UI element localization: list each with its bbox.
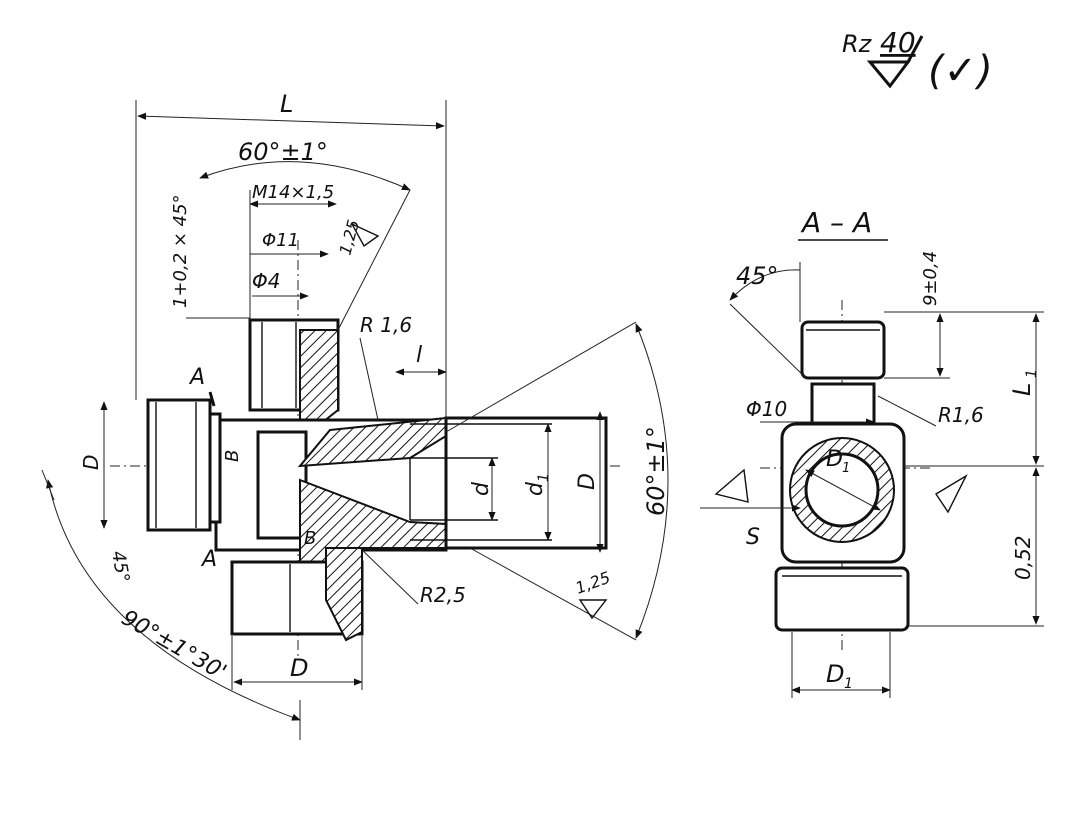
section-title: A – A: [800, 206, 872, 239]
label-B-left: B: [222, 450, 243, 462]
dim-angle-right: [635, 323, 669, 639]
r16-leader: [359, 337, 379, 421]
label-L1: L: [1008, 383, 1036, 396]
side-rough-right: [935, 474, 968, 514]
label-052: 0,52: [1011, 535, 1035, 580]
right-spigot: [444, 416, 608, 550]
front-view: L 60°±1° M14×1,5 Φ11 Φ4 1+0,2 × 45° 1,25…: [41, 90, 670, 740]
side-neck: [810, 382, 876, 426]
angle-leader: [337, 189, 411, 331]
label-A-top: A: [188, 365, 205, 390]
label-L1-sub: 1: [1024, 369, 1040, 378]
label-9: 9±0,4: [920, 251, 941, 306]
rough-triangle-b: [578, 599, 608, 620]
side-top-boss: [800, 320, 886, 380]
dim-angle-top: [199, 161, 411, 191]
roughness-value: 40: [880, 26, 916, 59]
label-L: L: [280, 90, 293, 118]
rough-triangle-a: [350, 222, 380, 248]
label-d1: d: [523, 481, 548, 496]
ext-right-bottom: [469, 547, 637, 641]
label-rough-125-b: 1,25: [573, 568, 613, 598]
dim-D1-center: [805, 469, 881, 511]
left-boss: [146, 398, 212, 532]
label-angle-right: 60°±1°: [642, 426, 670, 516]
side-angle-45: [729, 269, 801, 301]
roughness-symbol: Rz 40 (✓): [842, 26, 993, 94]
roughness-paren: (✓): [928, 48, 993, 94]
dim-angle-big: [46, 479, 301, 721]
label-45-front: 45°: [107, 549, 133, 584]
label-B-bottom: B: [304, 528, 316, 549]
dim-L: [137, 112, 445, 130]
label-D1-bottom-sub: 1: [844, 676, 853, 692]
label-D1-bottom: D: [826, 660, 844, 688]
label-d: d: [469, 481, 494, 496]
side-45-diag: [729, 303, 807, 379]
label-dia10: Φ10: [746, 397, 787, 421]
label-r16-side: R1,6: [938, 403, 984, 427]
label-S: S: [746, 525, 760, 550]
top-hatch: [299, 329, 339, 443]
r25-leader: [359, 547, 419, 605]
ext-angle-big-left: [41, 469, 55, 501]
label-D1-center-sub: 1: [842, 461, 850, 476]
label-dia11: Φ11: [262, 230, 299, 251]
bottom-hatch: [325, 547, 363, 642]
label-D-bottom: D: [290, 654, 308, 682]
section-view: A – A 45° 9±0,4 L 1 Φ10 R1,6 D 1 S: [700, 206, 1044, 698]
label-dia4: Φ4: [252, 269, 280, 293]
ext-right-top: [445, 321, 637, 433]
label-D-left: D: [79, 455, 103, 470]
r16-side-leader: [877, 395, 937, 427]
label-A-bottom: A: [200, 547, 217, 572]
label-chamfer: 1+0,2 × 45°: [170, 194, 191, 308]
inner-cavity: [256, 430, 308, 540]
section-mark-top: [208, 391, 216, 407]
label-angle-big: 90°±1°30': [117, 606, 230, 686]
right-hatch-top: [297, 416, 447, 468]
label-r16: R 1,6: [360, 313, 412, 337]
label-thread: M14×1,5: [252, 182, 334, 203]
label-l: l: [416, 343, 422, 368]
side-bottom-boss: [774, 566, 910, 632]
label-d1-sub: 1: [536, 473, 552, 482]
roughness-triangle: [866, 35, 924, 89]
label-r25: R2,5: [420, 583, 466, 607]
label-D1-center: D: [826, 447, 843, 472]
label-45-side: 45°: [736, 262, 779, 290]
roughness-label: Rz: [842, 30, 873, 58]
label-D-right: D: [575, 473, 600, 490]
label-angle-top: 60°±1°: [238, 138, 328, 166]
side-rough-left: [714, 468, 749, 503]
